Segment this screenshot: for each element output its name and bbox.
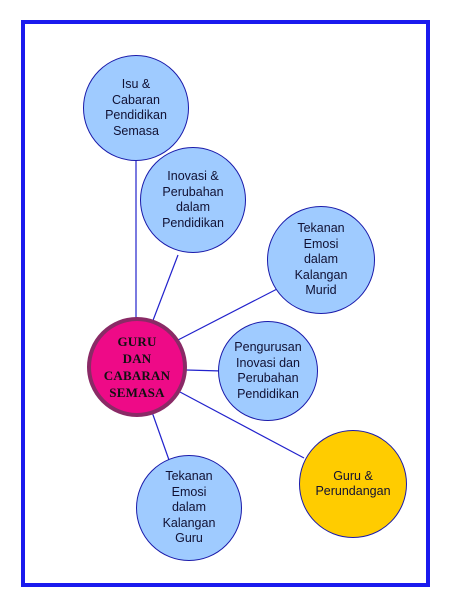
node-pengurusan-inovasi: Pengurusan Inovasi dan Perubahan Pendidi… — [218, 321, 318, 421]
link-inovasi — [151, 254, 179, 324]
node-tekanan-emosi-murid: Tekanan Emosi dalam Kalangan Murid — [267, 206, 375, 314]
node-guru-perundangan: Guru & Perundangan — [299, 430, 407, 538]
node-inovasi-perubahan: Inovasi & Perubahan dalam Pendidikan — [140, 147, 246, 253]
link-perundangan — [179, 391, 305, 459]
node-isu-cabaran: Isu & Cabaran Pendidikan Semasa — [83, 55, 189, 161]
center-node-guru-dan-cabaran-semasa: GURU DAN CABARAN SEMASA — [87, 317, 187, 417]
link-pengurusan — [185, 369, 223, 372]
link-tekanan-murid — [177, 287, 280, 341]
node-tekanan-emosi-guru: Tekanan Emosi dalam Kalangan Guru — [136, 455, 242, 561]
link-tekanan-guru — [151, 411, 170, 461]
